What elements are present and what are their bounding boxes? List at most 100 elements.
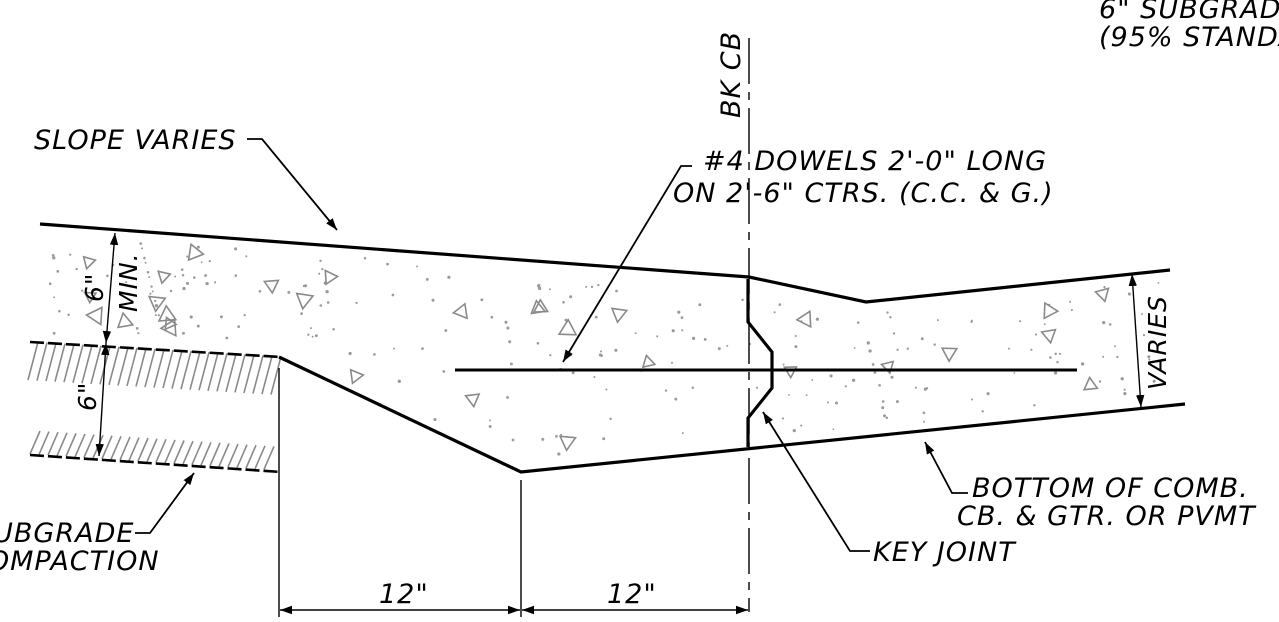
aggregate-speck xyxy=(741,298,744,302)
aggregate-speck xyxy=(386,262,389,266)
aggregate-speck xyxy=(569,354,572,357)
aggregate-speck xyxy=(609,417,612,421)
hatch-stroke xyxy=(207,352,219,392)
subgrade-line-upper xyxy=(29,340,282,359)
hatch-stroke xyxy=(92,434,104,459)
hatch-stroke xyxy=(144,348,156,388)
aggregate-speck xyxy=(48,282,52,285)
hatch-stroke xyxy=(162,349,174,389)
aggregate-triangle xyxy=(83,291,98,305)
aggregate-triangle xyxy=(295,292,315,311)
aggregate-speck xyxy=(319,304,323,307)
aggregate-speck xyxy=(594,315,598,319)
aggregate-speck xyxy=(318,272,321,275)
hatch-stroke xyxy=(47,431,59,456)
aggregate-speck xyxy=(792,429,796,433)
dowels-label-2: ON 2'-6" CTRS. (C.C. & G.) xyxy=(673,178,1054,209)
varies-dimension xyxy=(1128,273,1145,408)
aggregate-triangle xyxy=(324,269,340,286)
hatch-stroke xyxy=(117,347,129,386)
aggregate-triangle xyxy=(157,304,178,322)
aggregate-speck xyxy=(225,336,229,340)
aggregate-speck xyxy=(214,281,217,284)
aggregate-speck xyxy=(185,281,190,285)
aggregate-speck xyxy=(80,289,84,292)
aggregate-speck xyxy=(208,259,211,263)
hatch-stroke xyxy=(126,347,138,387)
aggregate-speck xyxy=(442,370,446,373)
aggregate-speck xyxy=(664,389,668,392)
aggregate-speck xyxy=(1098,380,1102,383)
aggregate-triangle xyxy=(464,393,481,409)
aggregate-speck xyxy=(237,325,241,328)
aggregate-speck xyxy=(154,299,157,303)
aggregate-speck xyxy=(881,406,885,410)
aggregate-speck xyxy=(671,329,675,333)
depth-6-label: 6" xyxy=(73,382,102,411)
aggregate-speck xyxy=(555,435,558,438)
aggregate-speck xyxy=(174,275,177,278)
aggregate-speck xyxy=(196,245,200,249)
aggregate-triangle xyxy=(349,368,365,385)
subgrade-top-label-1: 6" SUBGRADE xyxy=(1099,0,1279,25)
aggregate-speck xyxy=(157,314,160,317)
concrete-aggregate-texture xyxy=(48,242,1160,456)
aggregate-speck xyxy=(835,401,838,405)
aggregate-speck xyxy=(1102,320,1106,325)
hatch-stroke xyxy=(245,444,257,469)
aggregate-speck xyxy=(1058,352,1062,355)
aggregate-speck xyxy=(373,353,376,356)
hatch-stroke xyxy=(254,445,266,470)
hatch-stroke xyxy=(146,438,158,463)
aggregate-speck xyxy=(148,276,151,279)
aggregate-speck xyxy=(143,256,146,260)
hatch-stroke xyxy=(189,351,201,390)
aggregate-speck xyxy=(1152,379,1156,383)
aggregate-speck xyxy=(986,392,990,396)
aggregate-speck xyxy=(504,320,508,324)
aggregate-speck xyxy=(889,315,892,319)
aggregate-speck xyxy=(1116,355,1119,359)
aggregate-speck xyxy=(885,416,889,419)
hatch-stroke xyxy=(180,350,192,390)
aggregate-speck xyxy=(681,329,684,332)
aggregate-speck xyxy=(243,313,246,317)
aggregate-speck xyxy=(895,400,899,404)
aggregate-speck xyxy=(832,428,835,431)
hatch-stroke xyxy=(173,440,185,464)
hatch-stroke xyxy=(137,437,149,462)
aggregate-triangle xyxy=(558,435,577,452)
aggregate-speck xyxy=(866,341,870,345)
aggregate-speck xyxy=(537,286,542,291)
aggregate-triangle xyxy=(530,299,547,315)
aggregate-speck xyxy=(258,289,262,293)
aggregate-speck xyxy=(363,257,367,260)
aggregate-triangle xyxy=(82,255,97,271)
aggregate-speck xyxy=(490,315,494,319)
dim-right-label: 12" xyxy=(607,579,657,610)
hatch-stroke xyxy=(171,350,183,389)
aggregate-triangle xyxy=(1043,301,1060,320)
aggregate-speck xyxy=(447,275,451,279)
bk-cb-label: BK CB xyxy=(716,31,747,118)
aggregate-speck xyxy=(794,334,797,338)
aggregate-speck xyxy=(397,379,401,383)
aggregate-speck xyxy=(326,301,330,304)
aggregate-triangle xyxy=(1093,287,1110,303)
hatch-stroke xyxy=(261,355,273,395)
slope-varies-label: SLOPE VARIES xyxy=(34,125,237,156)
hatch-stroke xyxy=(83,434,95,458)
aggregate-speck xyxy=(856,321,860,324)
aggregate-speck xyxy=(154,314,157,317)
aggregate-speck xyxy=(677,310,681,314)
aggregate-speck xyxy=(52,256,56,260)
aggregate-speck xyxy=(508,340,512,344)
dowels-label-1: #4 DOWELS 2'-0" LONG xyxy=(703,146,1047,177)
aggregate-speck xyxy=(325,290,329,294)
aggregate-speck xyxy=(204,274,208,277)
hatch-stroke xyxy=(236,444,248,468)
aggregate-speck xyxy=(53,296,56,299)
aggregate-speck xyxy=(205,281,209,286)
slope-varies-leader xyxy=(247,138,338,231)
hatch-stroke xyxy=(54,343,66,382)
